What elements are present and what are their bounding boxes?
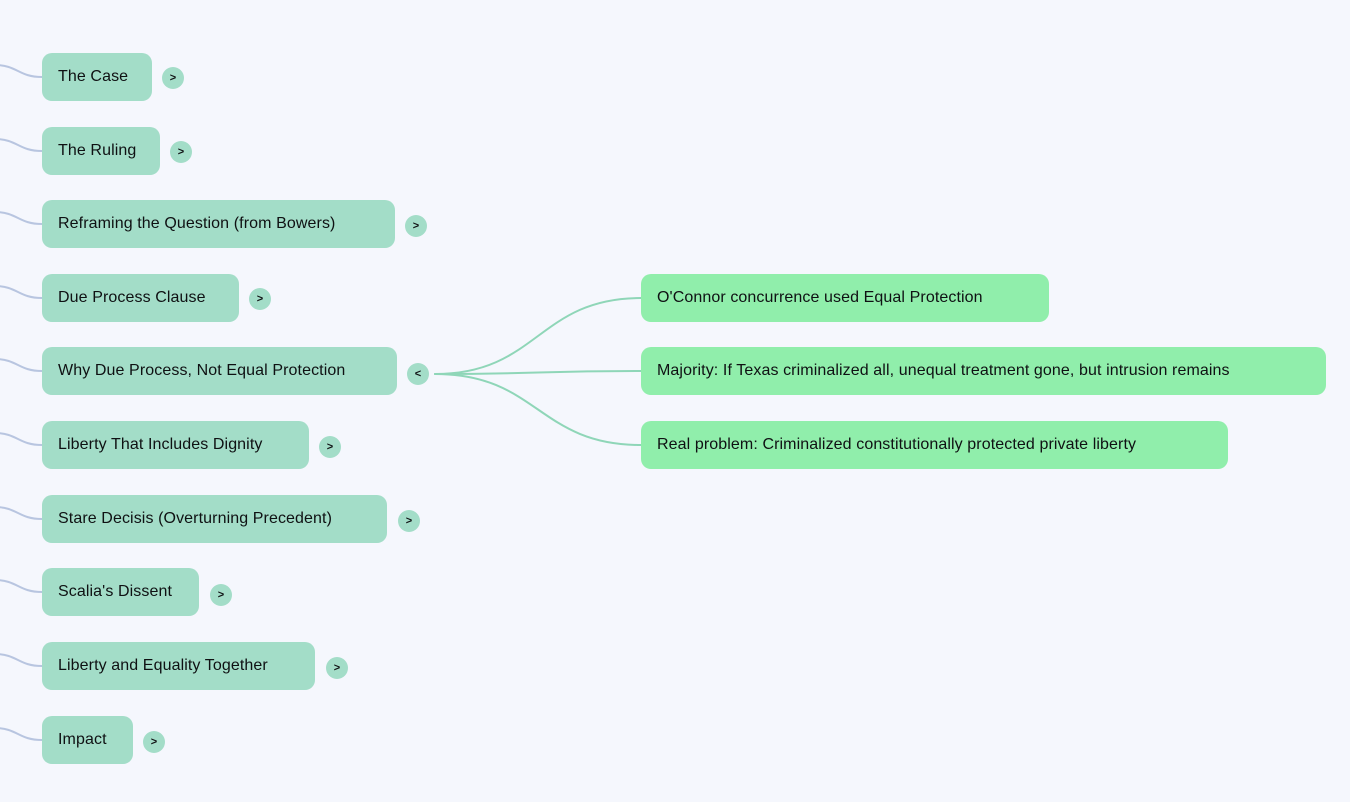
connector-edge — [434, 370, 642, 375]
node-label: Reframing the Question (from Bowers) — [58, 215, 336, 232]
node-label: Why Due Process, Not Equal Protection — [58, 362, 346, 379]
connector-edge — [0, 138, 43, 152]
connector-edge — [0, 727, 43, 741]
branch-node[interactable]: Impact — [42, 716, 133, 764]
connector-edge — [0, 432, 43, 446]
connector-edge — [0, 506, 43, 520]
branch-node[interactable]: The Ruling — [42, 127, 160, 175]
node-label: Majority: If Texas criminalized all, une… — [657, 362, 1230, 379]
expand-icon[interactable]: > — [326, 657, 348, 679]
node-label: Real problem: Criminalized constitutiona… — [657, 436, 1137, 453]
node-label: Due Process Clause — [58, 289, 206, 306]
child-node[interactable]: Majority: If Texas criminalized all, une… — [641, 347, 1326, 395]
expand-icon[interactable]: > — [398, 510, 420, 532]
collapse-icon[interactable]: < — [407, 363, 429, 385]
branch-node[interactable]: Why Due Process, Not Equal Protection — [42, 347, 397, 395]
expand-icon[interactable]: > — [162, 67, 184, 89]
expand-icon[interactable]: > — [249, 288, 271, 310]
branch-node[interactable]: Liberty That Includes Dignity — [42, 421, 309, 469]
expand-icon[interactable]: > — [143, 731, 165, 753]
branch-node[interactable]: Scalia's Dissent — [42, 568, 199, 616]
branch-node[interactable]: Due Process Clause — [42, 274, 239, 322]
branch-node[interactable]: Stare Decisis (Overturning Precedent) — [42, 495, 387, 543]
connector-edge — [0, 358, 43, 372]
node-label: Stare Decisis (Overturning Precedent) — [58, 510, 333, 527]
connector-edge — [0, 579, 43, 593]
child-node[interactable]: O'Connor concurrence used Equal Protecti… — [641, 274, 1049, 322]
connector-edge — [0, 285, 43, 299]
node-label: Scalia's Dissent — [58, 583, 173, 600]
child-node[interactable]: Real problem: Criminalized constitutiona… — [641, 421, 1228, 469]
node-label: The Case — [58, 68, 129, 85]
connector-edge — [434, 297, 642, 375]
connector-edge — [0, 653, 43, 667]
node-label: Liberty That Includes Dignity — [58, 436, 263, 453]
expand-icon[interactable]: > — [405, 215, 427, 237]
node-label: The Ruling — [58, 142, 137, 159]
node-label: Impact — [58, 731, 107, 748]
node-label: Liberty and Equality Together — [58, 657, 268, 674]
branch-node[interactable]: Reframing the Question (from Bowers) — [42, 200, 395, 248]
connector-edge — [0, 64, 43, 78]
expand-icon[interactable]: > — [210, 584, 232, 606]
connector-edge — [434, 373, 642, 446]
expand-icon[interactable]: > — [170, 141, 192, 163]
node-label: O'Connor concurrence used Equal Protecti… — [657, 289, 983, 306]
branch-node[interactable]: The Case — [42, 53, 152, 101]
connector-edge — [0, 211, 43, 225]
branch-node[interactable]: Liberty and Equality Together — [42, 642, 315, 690]
expand-icon[interactable]: > — [319, 436, 341, 458]
